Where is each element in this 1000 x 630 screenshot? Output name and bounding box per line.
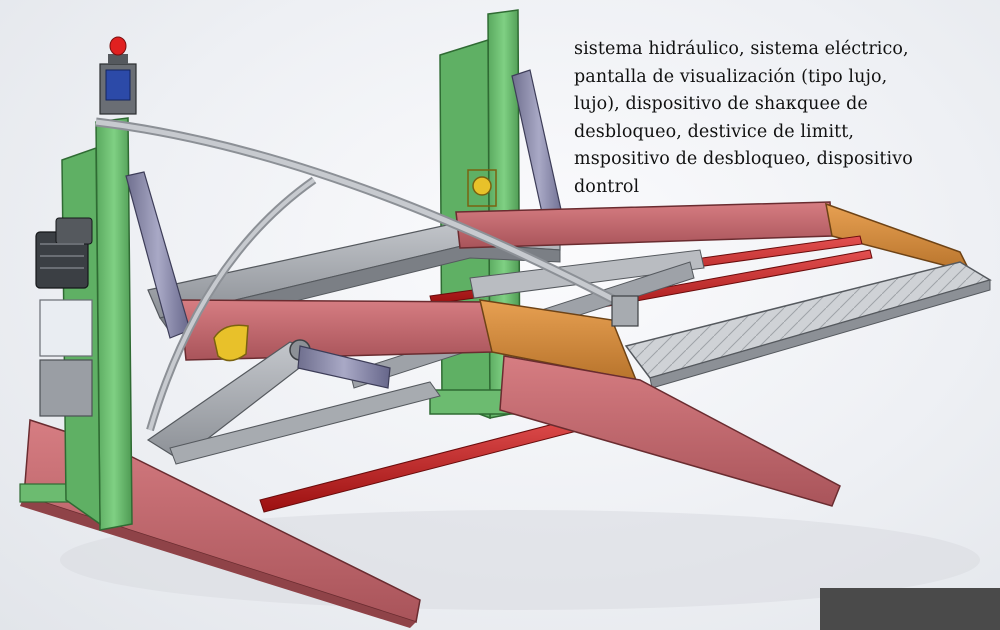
warning-beacon-icon	[108, 36, 128, 64]
caption-line: desbloqueo, destivice de limitt,	[574, 121, 855, 142]
display-screen-icon	[105, 69, 131, 101]
overhead-arc	[95, 117, 639, 432]
support-links	[146, 339, 441, 465]
unlock-latch	[213, 324, 249, 362]
caption-line: sistema hidráulico, sistema eléctrico,	[574, 39, 909, 59]
caption-line: pantalla de visualización (tipo lujo,	[574, 66, 888, 87]
hydraulic-power-unit	[35, 217, 93, 417]
rear-right-arm	[455, 201, 972, 274]
display-unit	[99, 36, 137, 115]
caption-line: dontrol	[574, 176, 640, 197]
front-middle-arm	[179, 299, 638, 381]
feature-caption: sistema hidráulico, sistema eléctrico, p…	[574, 36, 994, 201]
caption-line: lujo), dispositivo de shaкquee de	[574, 94, 868, 114]
drive-platform-right	[624, 261, 992, 389]
caption-line: mspositivo de desbloqueo, dispositivo	[574, 149, 913, 169]
front-right-arm	[499, 355, 841, 507]
electric-motor-icon	[40, 243, 84, 269]
